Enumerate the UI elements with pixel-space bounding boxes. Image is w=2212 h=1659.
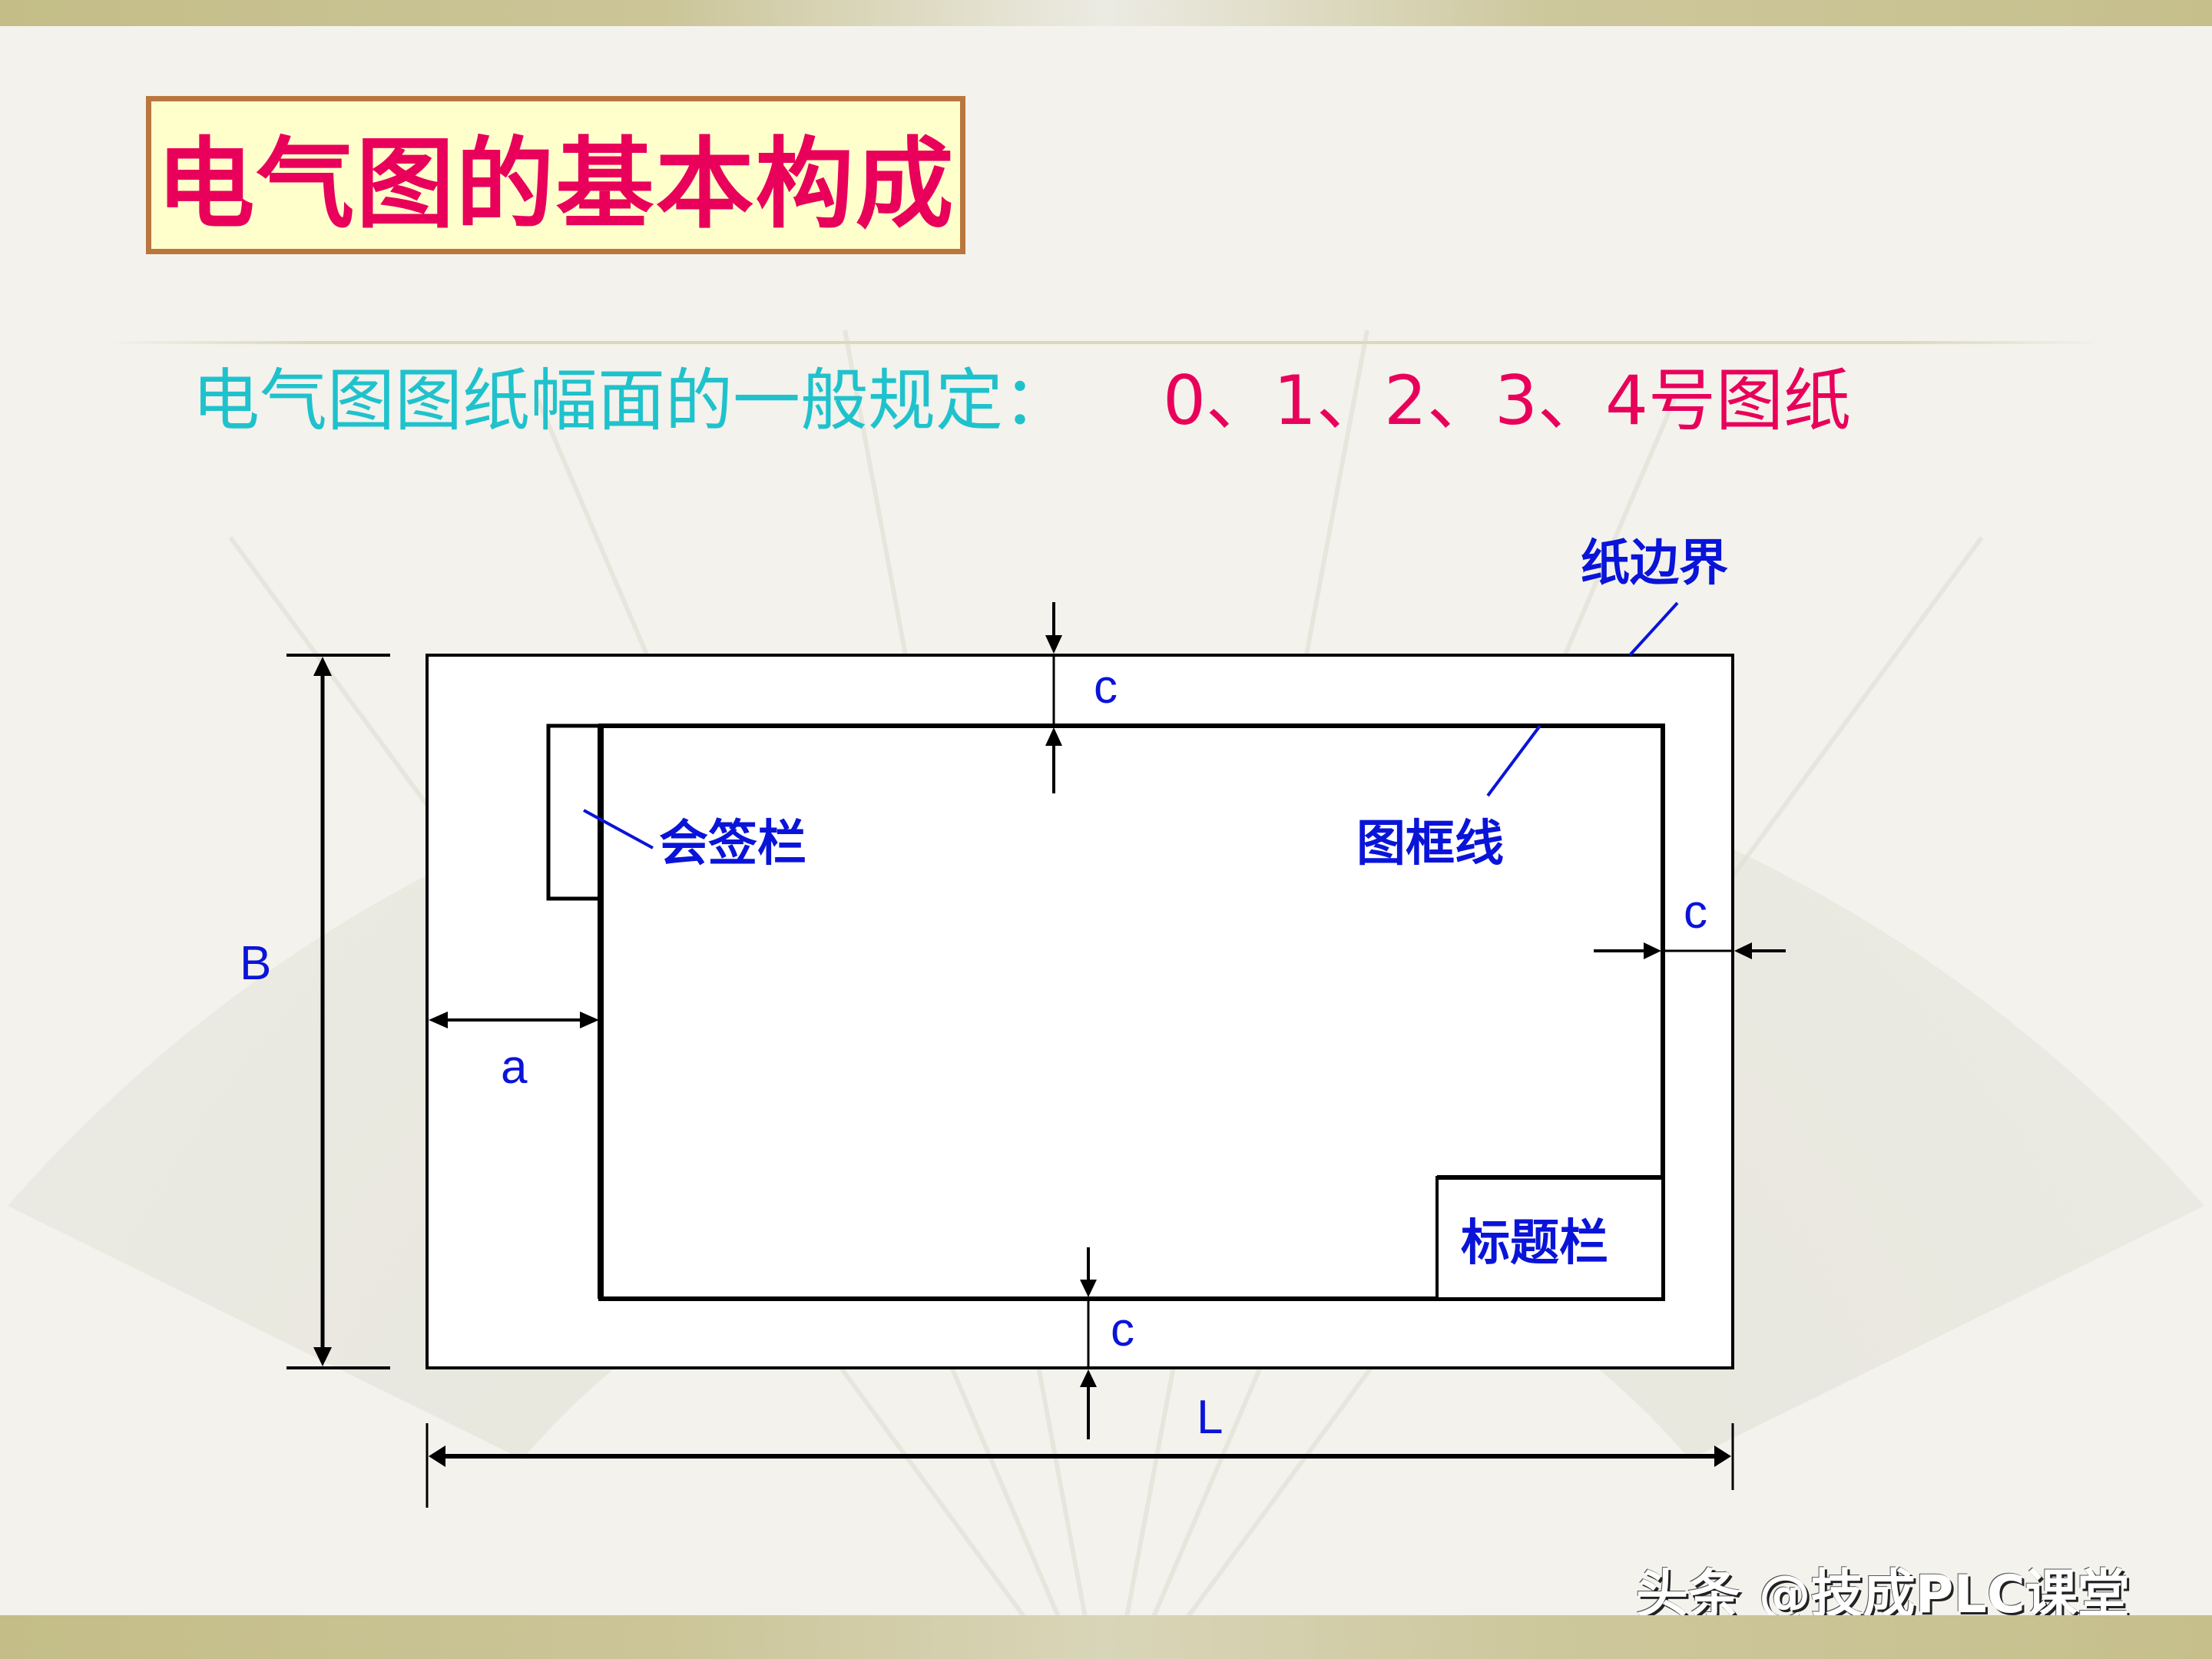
dimension-L [426,1423,1734,1508]
top-decorative-band [0,0,2212,26]
bottom-decorative-band [0,1615,2212,1659]
label-paper-border: 纸边界 [1581,535,1728,592]
dimension-right-c [1594,942,1786,959]
label-sign-column: 会签栏 [659,816,806,873]
page-title: 电气图的基本构成 [156,126,955,242]
leader-paper-border [1628,601,1679,657]
dim-label-a: a [501,1041,528,1094]
title-banner: 电气图的基本构成 [146,96,965,254]
dim-label-B: B [240,937,271,990]
leader-frame-line [1486,724,1541,797]
dimension-a [429,1012,599,1028]
title-divider-line [108,341,2104,344]
dimension-top-c [1045,602,1062,793]
leader-sign-column [583,809,654,849]
dim-label-top-c: c [1094,661,1118,714]
subtitle-lead: 电气图图纸幅面的一般规定： [192,361,1071,440]
dim-label-right-c: c [1684,886,1707,939]
watermark-text: 头条 @技成PLC课堂 [1636,1565,2130,1625]
dimension-bottom-c [1080,1247,1097,1439]
label-frame-line: 图框线 [1356,816,1504,873]
dim-label-bottom-c: c [1111,1303,1134,1356]
subtitle-line: 电气图图纸幅面的一般规定： 0、1、2、3、4号图纸 [192,355,1851,447]
sign-column-box [546,724,603,901]
dim-label-L: L [1197,1391,1223,1444]
subtitle-paper-sizes: 0、1、2、3、4号图纸 [1163,361,1851,440]
dimension-B [286,654,390,1369]
label-title-block: 标题栏 [1461,1215,1608,1272]
